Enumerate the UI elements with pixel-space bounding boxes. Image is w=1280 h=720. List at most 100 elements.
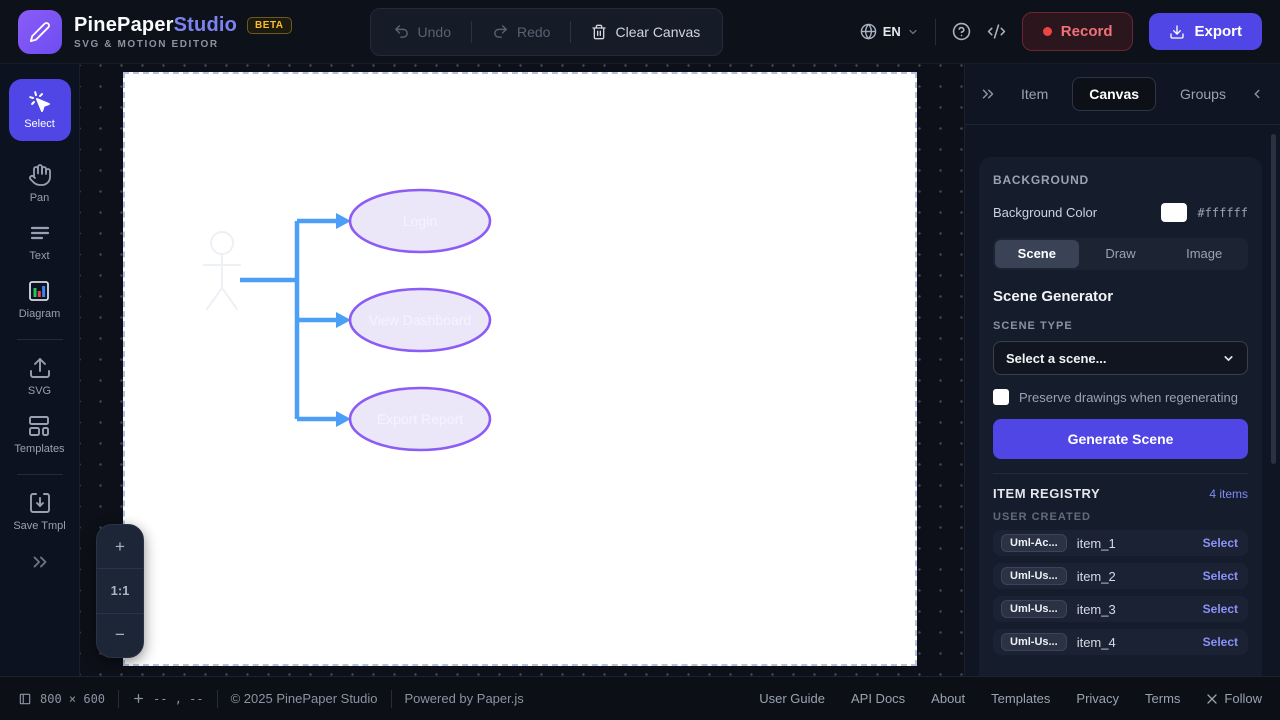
link-api-docs[interactable]: API Docs	[850, 691, 906, 706]
redo-button[interactable]: Redo	[484, 17, 558, 46]
drawing-canvas[interactable]	[123, 72, 917, 666]
item-name: item_1	[1076, 535, 1116, 551]
link-templates[interactable]: Templates	[991, 691, 1051, 706]
chevron-down-icon	[1222, 352, 1235, 365]
download-icon	[1169, 24, 1185, 40]
usecase-view-dashboard[interactable]	[348, 287, 492, 353]
redo-icon	[492, 23, 509, 40]
link-terms[interactable]: Terms	[1145, 691, 1181, 706]
arrowheads	[336, 213, 351, 427]
tool-select[interactable]: Select	[8, 79, 71, 141]
item-name: item_4	[1076, 634, 1116, 650]
item-type-badge: Uml-Us...	[1001, 567, 1067, 585]
scene-generator-title: Scene Generator	[993, 288, 1114, 305]
usecase-diagram: Login View Dashboard Export Report	[203, 188, 492, 452]
usecase-login-label: Login	[403, 213, 437, 229]
trash-icon	[591, 24, 607, 40]
tool-diagram[interactable]: Diagram	[19, 279, 60, 320]
tab-groups[interactable]: Groups	[1180, 86, 1226, 102]
panel-back-icon[interactable]	[1250, 87, 1264, 101]
item-type-badge: Uml-Us...	[1001, 633, 1067, 651]
x-social-icon	[1206, 693, 1218, 705]
usecase-export-report-label: Export Report	[377, 411, 463, 427]
zoom-in-button[interactable]: +	[115, 536, 125, 556]
code-button[interactable]	[987, 22, 1006, 41]
record-button[interactable]: Record	[1021, 12, 1134, 51]
select-item-link[interactable]: Select	[1202, 635, 1238, 649]
upload-icon	[28, 356, 52, 380]
tool-templates[interactable]: Templates	[14, 414, 65, 455]
item-registry-count: 4 items	[1209, 486, 1248, 501]
export-button[interactable]: Export	[1149, 13, 1262, 50]
help-button[interactable]	[952, 22, 971, 41]
link-about[interactable]: About	[931, 691, 966, 706]
tool-save-template[interactable]: Save Tmpl	[13, 491, 66, 532]
background-color-swatch[interactable]	[1161, 203, 1188, 222]
registry-row-item-4: Uml-Us... item_4 Select	[993, 629, 1248, 655]
inspector-tabs: Item Canvas Groups	[965, 64, 1280, 125]
zoom-out-button[interactable]: −	[115, 625, 125, 645]
scene-type-select[interactable]: Select a scene...	[993, 341, 1248, 375]
select-item-link[interactable]: Select	[1202, 536, 1238, 550]
registry-row-item-2: Uml-Us... item_2 Select	[993, 563, 1248, 589]
mode-scene[interactable]: Scene	[995, 240, 1079, 268]
clear-canvas-button[interactable]: Clear Canvas	[583, 18, 708, 46]
preserve-drawings-option[interactable]: Preserve drawings when regenerating	[993, 389, 1248, 405]
background-color-value: #ffffff	[1197, 205, 1248, 220]
canvas-workspace[interactable]: Login View Dashboard Export Report + 1:1…	[80, 64, 964, 676]
link-privacy[interactable]: Privacy	[1076, 691, 1120, 706]
save-tray-icon	[28, 491, 52, 515]
tab-item[interactable]: Item	[1021, 86, 1049, 102]
mode-image[interactable]: Image	[1186, 246, 1223, 261]
preserve-drawings-checkbox[interactable]	[993, 389, 1009, 405]
sidebar-expand-button[interactable]	[29, 551, 51, 573]
layout-template-icon	[27, 414, 51, 438]
panel-scrollbar[interactable]	[1271, 134, 1276, 464]
item-name: item_2	[1076, 568, 1116, 584]
usecase-login[interactable]	[348, 188, 492, 254]
cursor-click-icon	[28, 90, 52, 114]
registry-row-item-3: Uml-Us... item_3 Select	[993, 596, 1248, 622]
beta-badge: BETA	[247, 16, 292, 34]
scene-type-label: SCENE TYPE	[993, 320, 1073, 332]
tool-pan[interactable]: Pan	[28, 163, 52, 204]
copyright-text: © 2025 PinePaper Studio	[230, 691, 378, 706]
text-lines-icon	[28, 221, 52, 245]
usecase-view-dashboard-label: View Dashboard	[369, 312, 471, 328]
usecase-export-report[interactable]	[348, 386, 492, 452]
collapse-panel-icon[interactable]	[979, 85, 997, 103]
connector-lines	[240, 218, 336, 422]
item-type-badge: Uml-Us...	[1001, 600, 1067, 618]
tool-text[interactable]: Text	[28, 221, 52, 262]
language-selector[interactable]: EN	[860, 23, 919, 40]
mode-draw[interactable]: Draw	[1105, 246, 1136, 261]
background-section-title: BACKGROUND	[993, 173, 1089, 187]
zoom-reset-button[interactable]: 1:1	[97, 568, 143, 614]
undo-button[interactable]: Undo	[385, 17, 459, 46]
cursor-coordinates: -- , --	[132, 692, 204, 706]
tool-svg-upload[interactable]: SVG	[28, 356, 52, 397]
canvas-size-indicator: 800 × 600	[18, 692, 105, 706]
item-name: item_3	[1076, 601, 1116, 617]
select-item-link[interactable]: Select	[1202, 602, 1238, 616]
registry-row-item-1: Uml-Ac... item_1 Select	[993, 530, 1248, 556]
tool-sidebar: Select Pan Text Diagram SVG Templates Sa…	[0, 64, 80, 676]
generate-scene-button[interactable]: Generate Scene	[993, 419, 1248, 459]
user-created-label: USER CREATED	[993, 511, 1091, 523]
link-user-guide[interactable]: User Guide	[759, 691, 825, 706]
app-title: PinePaperStudio	[74, 13, 238, 36]
select-item-link[interactable]: Select	[1202, 569, 1238, 583]
chevron-down-icon	[907, 26, 919, 38]
frame-icon	[18, 692, 32, 706]
item-type-badge: Uml-Ac...	[1001, 534, 1067, 552]
app-logo: PinePaperStudio BETA SVG & MOTION EDITOR	[18, 9, 292, 54]
usecase-ellipses	[348, 188, 492, 452]
background-mode-tabs: Scene Draw Image	[993, 238, 1248, 270]
crosshair-icon	[132, 692, 145, 705]
globe-icon	[860, 23, 877, 40]
status-bar: 800 × 600 -- , -- © 2025 PinePaper Studi…	[0, 676, 1280, 720]
link-follow[interactable]: Follow	[1206, 691, 1262, 706]
canvas-settings-card: BACKGROUND Background Color #ffffff Scen…	[979, 157, 1262, 676]
actor-stick-figure[interactable]	[203, 231, 241, 310]
tab-canvas[interactable]: Canvas	[1072, 77, 1157, 111]
